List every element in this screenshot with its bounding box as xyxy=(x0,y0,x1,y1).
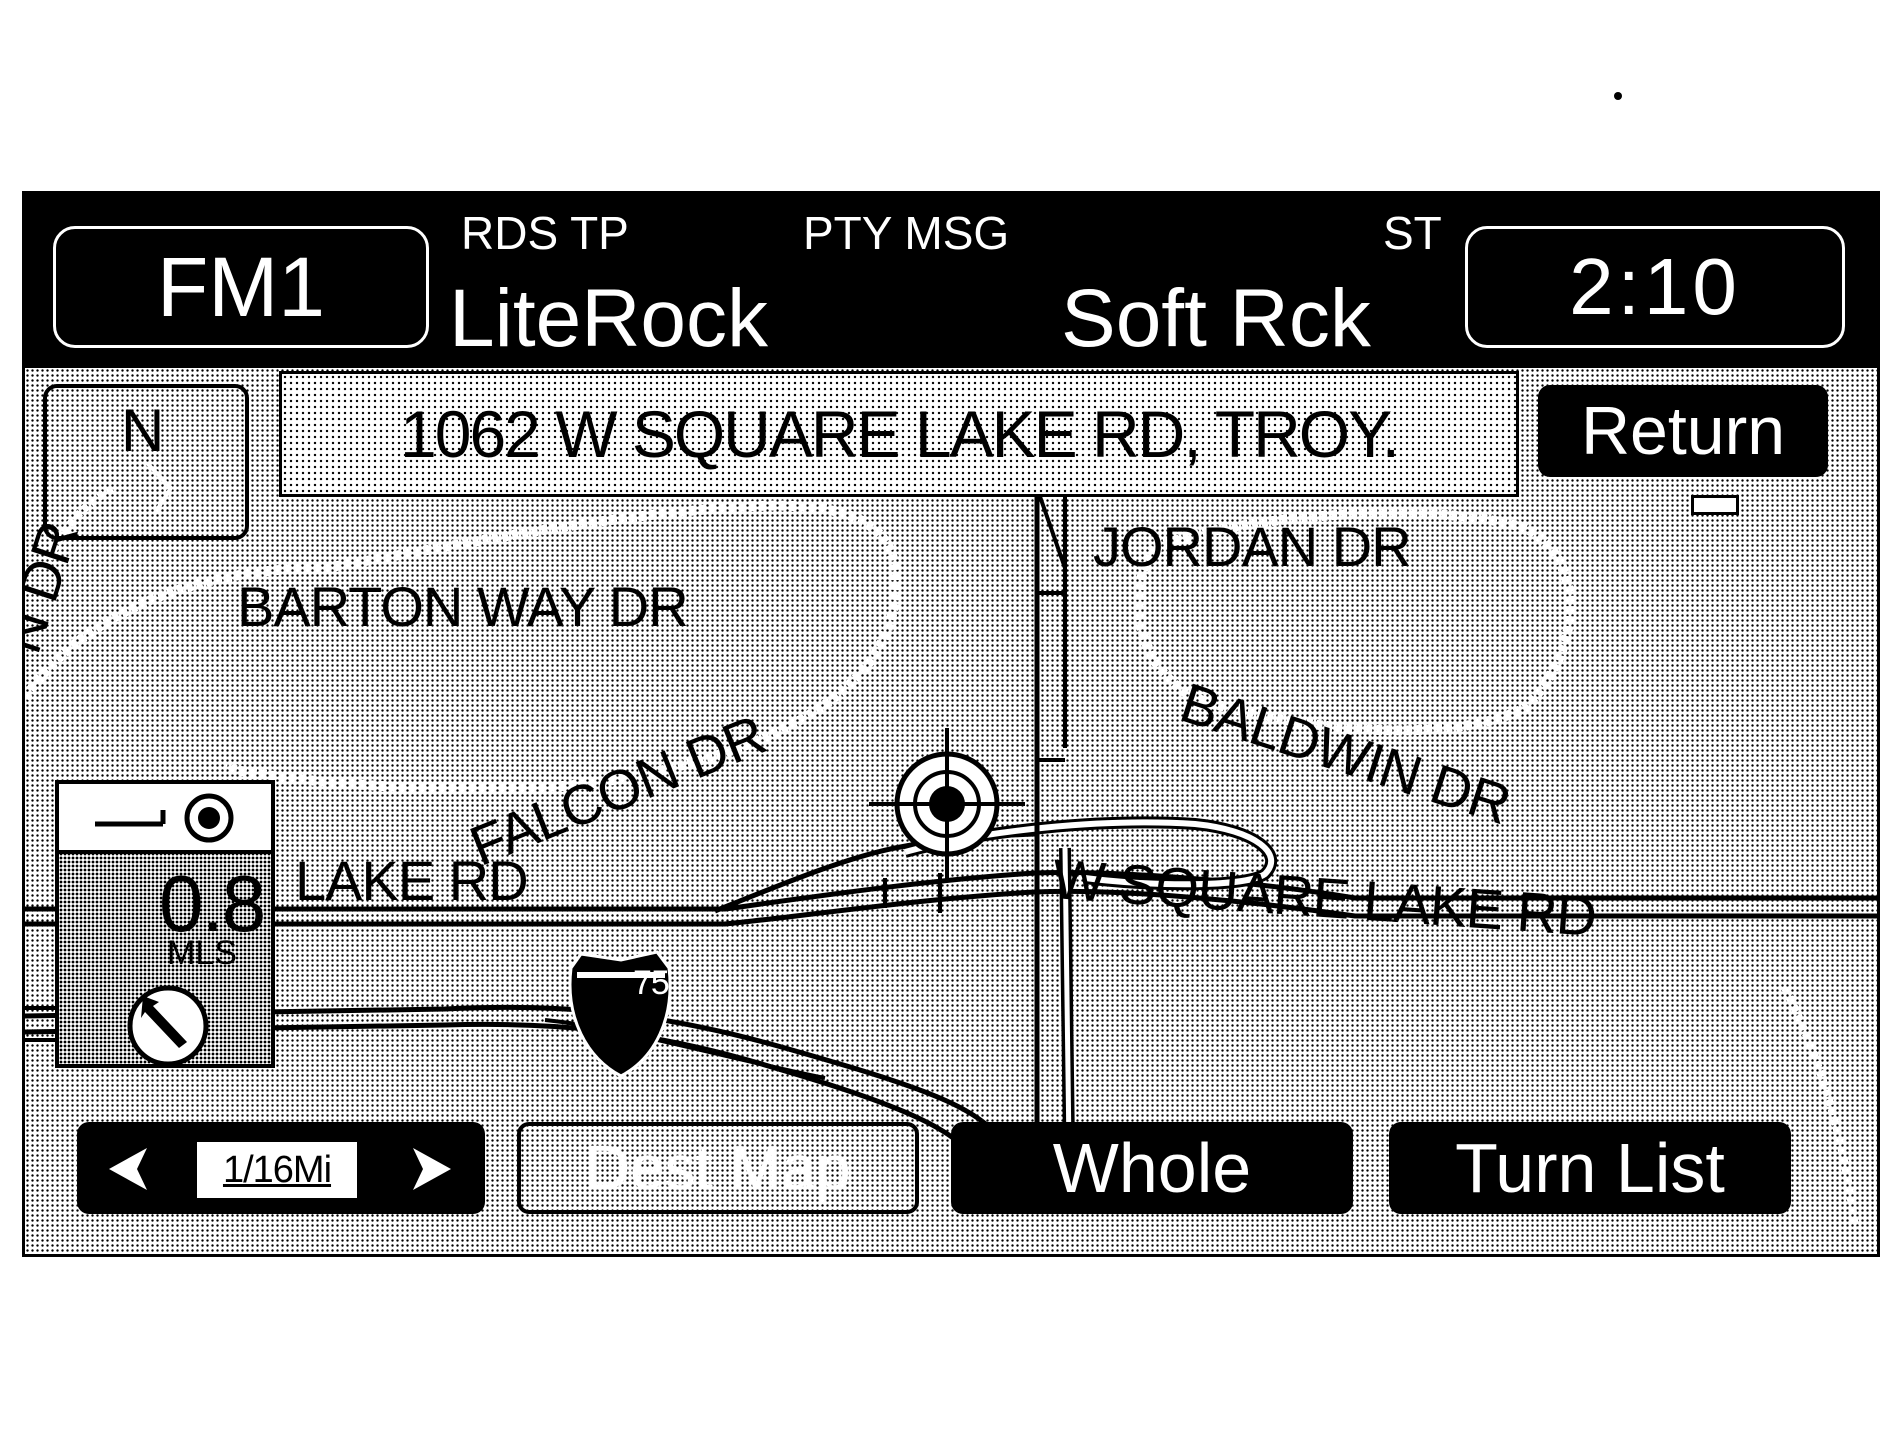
stereo-indicator: ST xyxy=(1383,207,1442,259)
current-address-bar: 1062 W SQUARE LAKE RD, TROY. xyxy=(279,371,1519,497)
station-name: LiteRock xyxy=(449,273,769,364)
map-scale-label: 1/16Mi xyxy=(197,1142,357,1198)
navigation-screen: FM1 RDS TP PTY MSG ST LiteRock Soft Rck … xyxy=(22,191,1880,1257)
audio-status-header: FM1 RDS TP PTY MSG ST LiteRock Soft Rck … xyxy=(25,194,1877,368)
program-type: Soft Rck xyxy=(1061,273,1371,364)
return-indicator xyxy=(1691,495,1739,515)
dest-map-button[interactable]: Dest Map xyxy=(517,1122,919,1214)
street-label-barton-way: BARTON WAY DR xyxy=(237,575,689,638)
north-label: N xyxy=(121,397,165,464)
zoom-control[interactable]: 1/16Mi xyxy=(77,1122,485,1214)
interstate-shield-icon xyxy=(568,950,672,1078)
pty-msg-indicator: PTY MSG xyxy=(803,207,1010,259)
return-button[interactable]: Return xyxy=(1538,385,1828,477)
turn-destination-icon xyxy=(95,793,234,843)
clock-display[interactable]: 2:10 xyxy=(1465,226,1845,348)
rds-tp-indicator: RDS TP xyxy=(461,207,629,259)
whole-route-button[interactable]: Whole xyxy=(951,1122,1353,1214)
zoom-out-arrow-icon[interactable] xyxy=(103,1144,153,1194)
street-label-jordan: JORDAN DR xyxy=(1093,515,1412,578)
stray-dot xyxy=(1614,92,1622,100)
band-button[interactable]: FM1 xyxy=(53,226,429,348)
direction-compass-icon xyxy=(127,985,209,1066)
zoom-in-arrow-icon[interactable] xyxy=(407,1144,457,1194)
turn-guidance-panel[interactable]: 0.8 MLS xyxy=(55,780,275,1068)
map-roads xyxy=(25,461,1877,1229)
highway-shield-label: 75 xyxy=(633,964,670,1002)
position-cursor-icon xyxy=(869,728,1025,880)
street-label-lake-rd: LAKE RD xyxy=(295,849,529,912)
distance-unit: MLS xyxy=(167,934,237,972)
map-view[interactable]: 75 N DR BARTON WAY DR JORDAN DR FALCON D… xyxy=(25,368,1877,1254)
turn-list-button[interactable]: Turn List xyxy=(1389,1122,1791,1214)
next-maneuver-box xyxy=(59,784,271,854)
distance-to-turn: 0.8 xyxy=(159,859,266,948)
map-orientation-button[interactable]: N xyxy=(43,384,249,540)
north-arrow-icon xyxy=(145,461,174,515)
